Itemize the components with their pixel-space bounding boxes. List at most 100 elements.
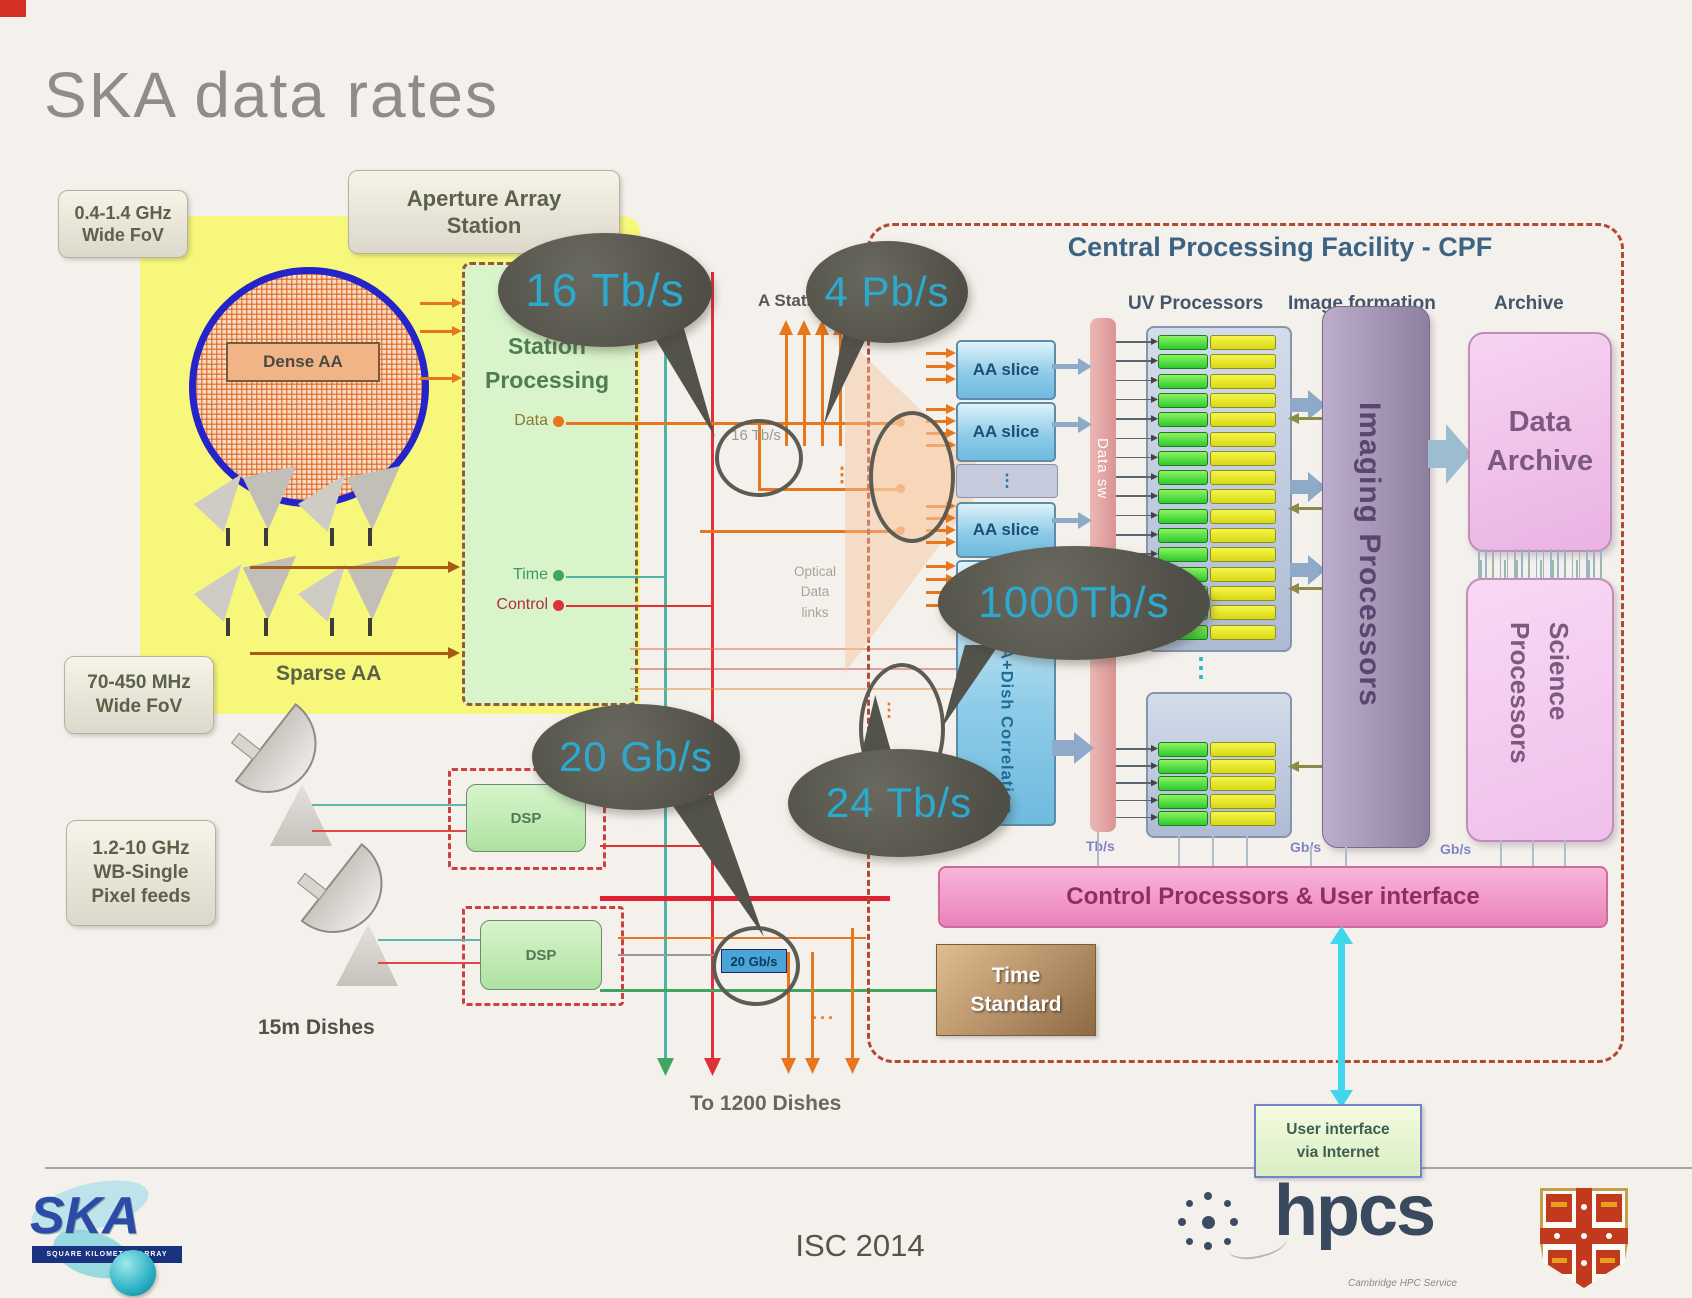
- uv-connector-line: [1116, 341, 1154, 343]
- port-control-dot: [553, 600, 564, 611]
- dishes-label: 15m Dishes: [258, 1016, 375, 1039]
- rate-circle-16tbs-label: 16 Tb/s: [731, 427, 781, 444]
- science-hatch-line: [1516, 560, 1518, 578]
- uv-processor-cell: [1210, 810, 1276, 826]
- fiber-arrowhead: [946, 361, 956, 371]
- sparse-aa-antenna-icon: [192, 466, 297, 548]
- port-time-dot: [553, 570, 564, 581]
- uv-buffer-cell: [1158, 335, 1208, 350]
- uv-buffer-cell: [1158, 354, 1208, 370]
- uv-connector-arrow: [1151, 550, 1158, 558]
- to-dishes-label: To 1200 Dishes: [690, 1092, 842, 1115]
- science-hatch-line: [1564, 560, 1566, 578]
- user-interface-box: User interface via Internet: [1254, 1104, 1422, 1178]
- cpf-title: Central Processing Facility - CPF: [1067, 232, 1493, 262]
- uv-connector-line: [1116, 418, 1154, 420]
- uv-processor-cell: [1210, 585, 1276, 601]
- fanin-ellipse-annotation: [869, 411, 955, 543]
- uv-connector-line: [1116, 748, 1154, 750]
- rate-circle-16tbs: [715, 419, 803, 497]
- tile-station-processing-label: Tile Station Processing: [485, 298, 609, 393]
- cpf-header-archive: Archive: [1494, 293, 1564, 314]
- aa-slice-box: AA slice: [956, 402, 1056, 462]
- sparse-aa-antenna-icon: [296, 466, 401, 548]
- science-processors-box: [1466, 578, 1614, 842]
- uv-connector-line: [1116, 765, 1154, 767]
- science-hatch-line: [1528, 560, 1530, 578]
- dsp1-outline: [448, 768, 606, 870]
- footer-divider: [45, 1167, 1692, 1169]
- uv-connector-line: [1116, 437, 1154, 439]
- uv-processor-cell: [1210, 508, 1276, 524]
- uv-processor-cell: [1210, 742, 1276, 757]
- uv-buffer-cell: [1158, 793, 1208, 809]
- fiber-arrowhead: [946, 561, 956, 571]
- science-hatch-line: [1480, 560, 1482, 578]
- fiber-arrowhead: [946, 416, 956, 426]
- fiber-arrow: [926, 352, 950, 355]
- archive-hatch-line: [1535, 549, 1538, 579]
- cambridge-crest: [1540, 1188, 1628, 1288]
- fiber-arrowhead: [946, 513, 956, 523]
- uv-buffer-cell: [1158, 528, 1208, 543]
- uv-processor-cell: [1210, 605, 1276, 621]
- fiber-arrowhead: [946, 440, 956, 450]
- uv-buffer-cell: [1158, 489, 1208, 505]
- uv-connector-arrow: [1151, 434, 1158, 442]
- uv-processor-cell: [1210, 528, 1276, 543]
- science-hatch-line: [1588, 560, 1590, 578]
- hpcs-logo-subtext: Cambridge HPC Service: [1348, 1278, 1457, 1289]
- uv-processor-cell: [1210, 489, 1276, 505]
- archive-hatch-line: [1550, 549, 1552, 579]
- ska-logo-subtext: SQUARE KILOMETRE ARRAY: [32, 1246, 182, 1263]
- science-hatch-line: [1540, 560, 1542, 578]
- uv-processor-cell: [1210, 450, 1276, 466]
- uv-connector-arrow: [1151, 745, 1158, 752]
- ska-logo-text: SKA: [30, 1187, 140, 1245]
- uv-connector-line: [1116, 816, 1154, 819]
- uv-connector-line: [1116, 534, 1154, 536]
- fiber-arrow: [926, 365, 950, 368]
- uv-connector-arrow: [1151, 796, 1158, 804]
- uv-connector-arrow: [1151, 395, 1158, 403]
- uv-processor-cell: [1210, 793, 1276, 809]
- page-title: SKA data rates: [44, 59, 499, 131]
- uv-buffer-cell: [1158, 742, 1208, 757]
- uv-processor-cell: [1210, 624, 1276, 640]
- uv-connector-arrow: [1151, 453, 1158, 461]
- uv-connector-arrow: [1151, 492, 1158, 500]
- port-control-label: Control: [496, 596, 548, 613]
- uv-buffer-cell: [1158, 759, 1208, 775]
- fiber-arrowhead: [946, 525, 956, 535]
- time-standard-box: Time Standard: [936, 944, 1096, 1036]
- uv-connector-arrow: [1151, 779, 1158, 787]
- ska-logo-sphere: [110, 1250, 156, 1296]
- uv-buffer-cell: [1158, 450, 1208, 466]
- data-switch-label: Data sw: [1094, 438, 1111, 500]
- fiber-arrowhead: [946, 537, 956, 547]
- uv-buffer-cell: [1158, 392, 1208, 408]
- rate-circle-20gbs-label: 20 Gb/s: [721, 949, 787, 973]
- uv-connector-line: [1116, 495, 1154, 497]
- uv-connector-arrow: [1151, 376, 1158, 384]
- uv-connector-line: [1116, 379, 1154, 382]
- hpcs-logo-text: hpcs: [1274, 1171, 1436, 1251]
- imaging-processors-box: [1322, 306, 1430, 848]
- uv-blocks-ellipsis: ⋮: [1188, 652, 1214, 682]
- tbs-label: Tb/s: [1086, 838, 1115, 854]
- archive-hatch-line: [1521, 549, 1523, 579]
- dish-antenna-icon: [296, 842, 406, 1004]
- gbs-label-imaging: Gb/s: [1290, 839, 1322, 855]
- hpcs-logo: hpcs Cambridge HPC Service: [1170, 1171, 1470, 1298]
- control-processors-bar: Control Processors & User interface: [938, 866, 1608, 928]
- science-hatch-line: [1504, 560, 1506, 578]
- archive-hatch-line: [1506, 549, 1509, 579]
- uv-connector-line: [1116, 398, 1154, 401]
- dish-antenna-icon: [230, 702, 340, 862]
- archive-hatch-line: [1485, 549, 1487, 579]
- uv-connector-arrow: [1151, 762, 1158, 770]
- port-time-label: Time: [513, 566, 548, 583]
- sparse-aa-label: Sparse AA: [276, 662, 382, 685]
- archive-hatch-line: [1514, 549, 1516, 579]
